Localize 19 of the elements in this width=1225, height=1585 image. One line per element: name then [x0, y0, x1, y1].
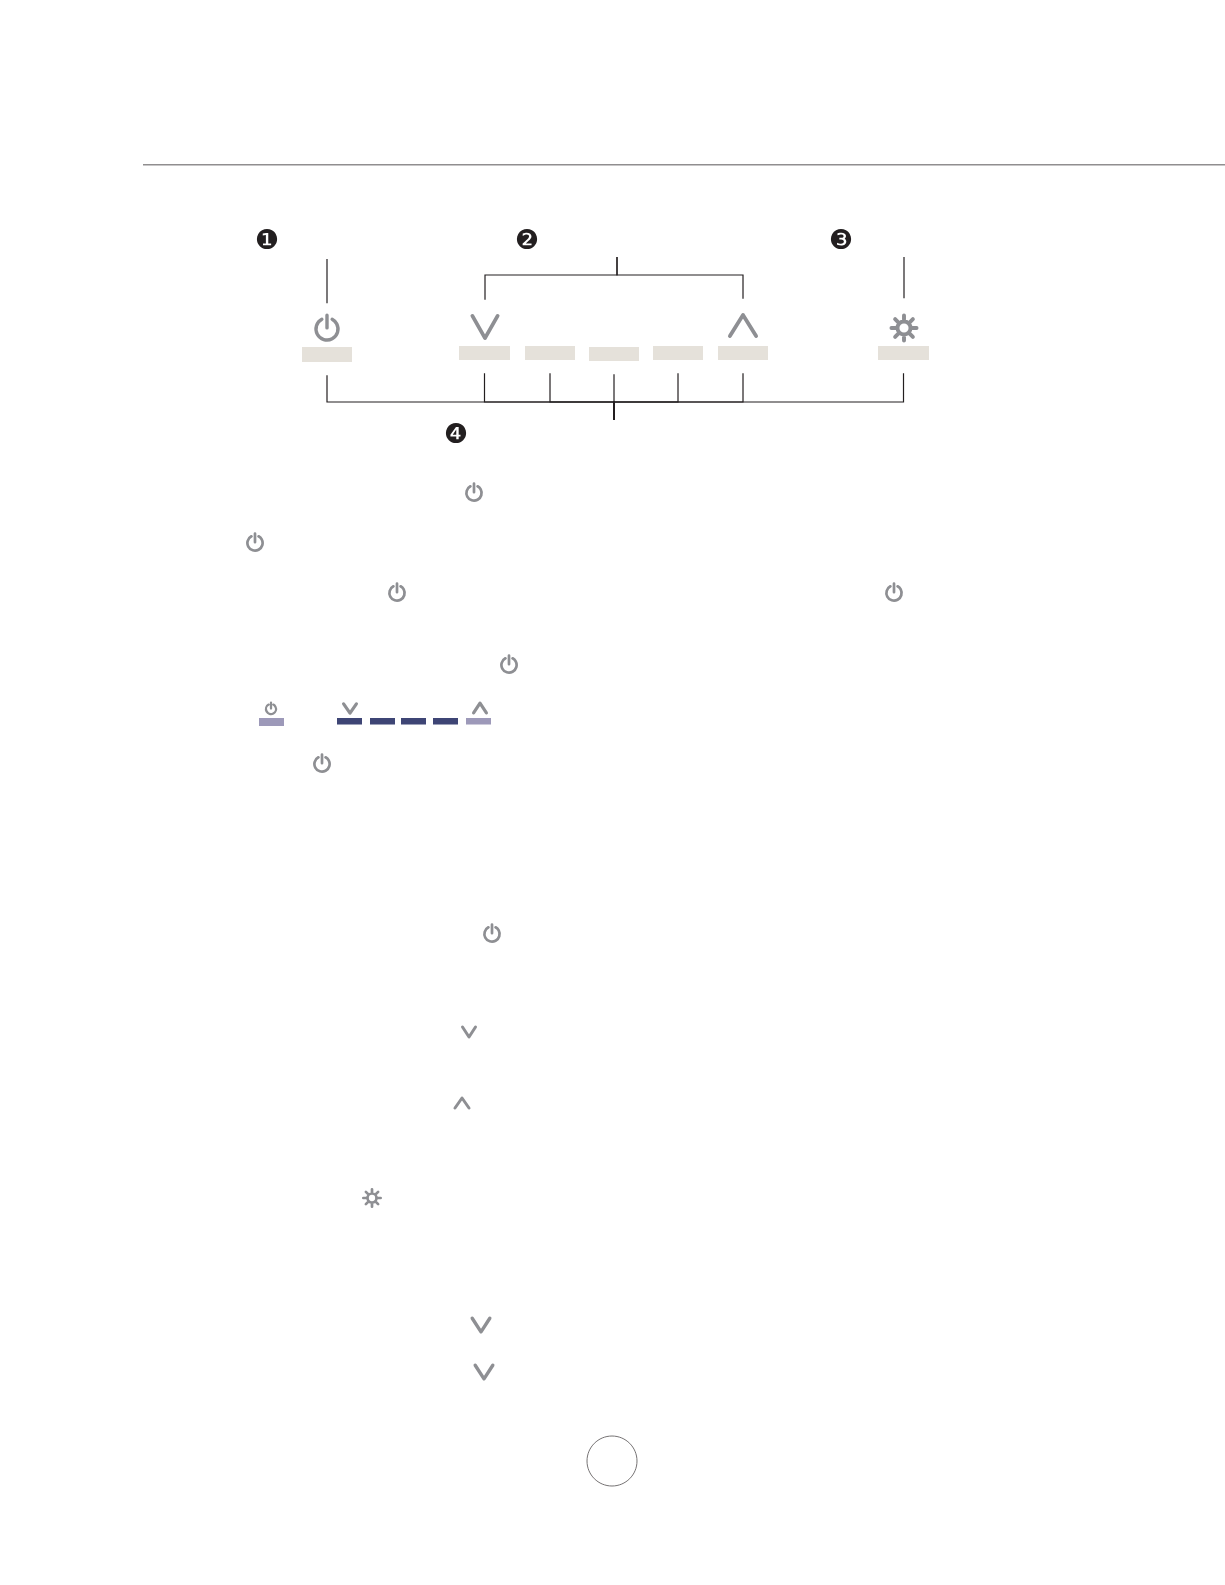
- power-icon: [314, 313, 340, 342]
- chevron-down-icon: [470, 314, 500, 340]
- bracket-line: [616, 256, 744, 300]
- key-bar: [878, 346, 929, 360]
- bracket-line: [613, 372, 905, 421]
- key-bar: [718, 346, 768, 360]
- leader-line: [903, 256, 905, 299]
- callout-number: ❹: [445, 422, 467, 444]
- leader-line: [326, 258, 328, 304]
- key-bar: [302, 347, 352, 362]
- key-bar: [525, 346, 575, 360]
- callout-number: ❷: [516, 228, 538, 250]
- chevron-up-icon: [728, 313, 758, 338]
- key-bar: [653, 346, 703, 360]
- key-bar: [589, 347, 639, 361]
- callout-number: ❸: [830, 228, 852, 250]
- callout-number: ❶: [256, 228, 278, 250]
- gear-icon: [889, 313, 919, 343]
- key-bar: [459, 346, 510, 360]
